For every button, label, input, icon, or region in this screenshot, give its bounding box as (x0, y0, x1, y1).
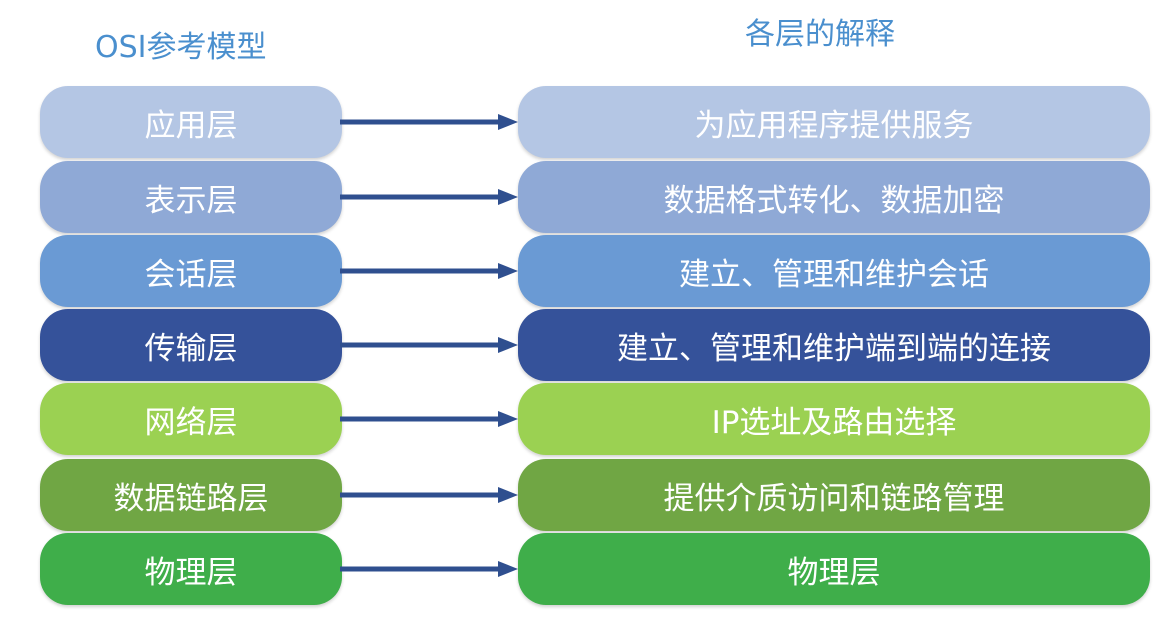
layer-pill-network: 网络层 (40, 383, 342, 455)
arrow-icon (340, 487, 518, 503)
arrow-icon (340, 337, 518, 353)
osi-model-header: OSI参考模型 (95, 30, 267, 65)
layer-pill-physical: 物理层 (40, 533, 342, 605)
layer-pill-transport: 传输层 (40, 309, 342, 381)
arrow-icon (340, 411, 518, 427)
description-pill-application: 为应用程序提供服务 (518, 86, 1150, 158)
layer-explanation-header: 各层的解释 (745, 17, 895, 52)
layer-row-data-link: 数据链路层 提供介质访问和链路管理 (0, 459, 1165, 531)
description-pill-network: IP选址及路由选择 (518, 383, 1150, 455)
description-pill-physical: 物理层 (518, 533, 1150, 605)
description-pill-presentation: 数据格式转化、数据加密 (518, 161, 1150, 233)
layer-pill-presentation: 表示层 (40, 161, 342, 233)
arrow-icon (340, 114, 518, 130)
layer-row-presentation: 表示层 数据格式转化、数据加密 (0, 161, 1165, 233)
description-pill-transport: 建立、管理和维护端到端的连接 (518, 309, 1150, 381)
layer-row-session: 会话层 建立、管理和维护会话 (0, 235, 1165, 307)
arrow-icon (340, 263, 518, 279)
layer-row-transport: 传输层 建立、管理和维护端到端的连接 (0, 309, 1165, 381)
arrow-icon (340, 189, 518, 205)
description-pill-data-link: 提供介质访问和链路管理 (518, 459, 1150, 531)
description-pill-session: 建立、管理和维护会话 (518, 235, 1150, 307)
layer-row-network: 网络层 IP选址及路由选择 (0, 383, 1165, 455)
layer-pill-data-link: 数据链路层 (40, 459, 342, 531)
layer-row-application: 应用层 为应用程序提供服务 (0, 86, 1165, 158)
layer-pill-application: 应用层 (40, 86, 342, 158)
layer-row-physical: 物理层 物理层 (0, 533, 1165, 605)
layer-pill-session: 会话层 (40, 235, 342, 307)
arrow-icon (340, 561, 518, 577)
